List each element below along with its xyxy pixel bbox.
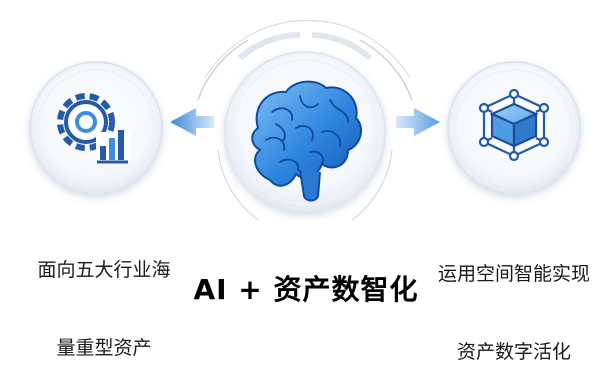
gear-chart-icon xyxy=(57,93,130,164)
right-arrow xyxy=(396,108,440,136)
brain-icon xyxy=(251,80,363,202)
right-caption-line2: 资产数字活化 xyxy=(456,341,571,363)
diagram-title: AI + 资产数智化 xyxy=(193,273,419,306)
left-caption-line2: 量重型资产 xyxy=(56,337,152,359)
center-node xyxy=(224,51,386,213)
left-node xyxy=(29,61,163,195)
left-caption-line1: 面向五大行业海 xyxy=(37,259,171,281)
center-rings xyxy=(197,19,413,221)
right-node xyxy=(447,61,581,195)
right-caption-line1: 运用空间智能实现 xyxy=(437,263,590,285)
diagram-canvas xyxy=(29,19,581,221)
network-cube-icon xyxy=(478,88,550,162)
left-arrow xyxy=(170,108,214,136)
